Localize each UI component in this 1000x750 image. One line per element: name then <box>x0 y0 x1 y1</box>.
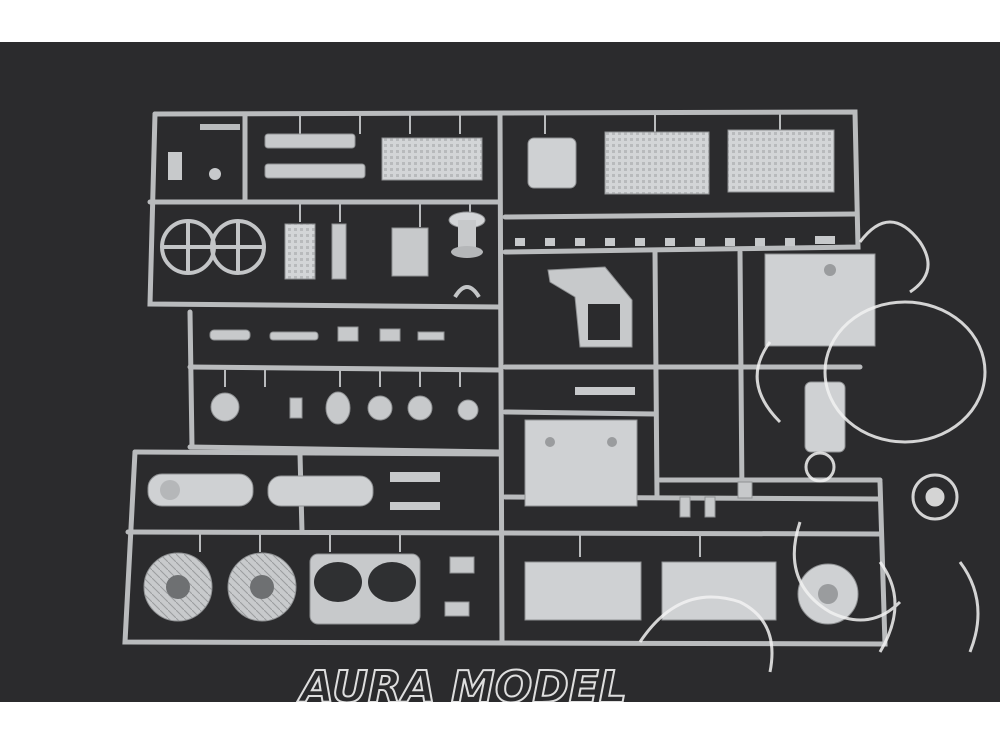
watermark-text: AURA MODEL <box>297 662 627 702</box>
parts-turbines <box>143 552 297 622</box>
fan-parts <box>160 219 266 275</box>
product-photo: AURA MODEL <box>0 42 1000 702</box>
parts-top-left <box>168 124 483 181</box>
parts-exhaust <box>309 553 421 625</box>
parts-lower-boxes <box>524 561 859 625</box>
parts-mid-left <box>284 211 486 299</box>
octopus-mascot-icon <box>638 220 987 673</box>
parts-right <box>764 253 876 453</box>
parts-tab-row <box>515 236 835 246</box>
parts-top-right <box>527 129 835 195</box>
parts-cylinders <box>147 472 440 510</box>
parts-small-row <box>209 326 479 425</box>
parts-center <box>524 266 638 507</box>
upper-sprue-frame <box>147 109 883 645</box>
parts-lower-small <box>444 481 753 617</box>
